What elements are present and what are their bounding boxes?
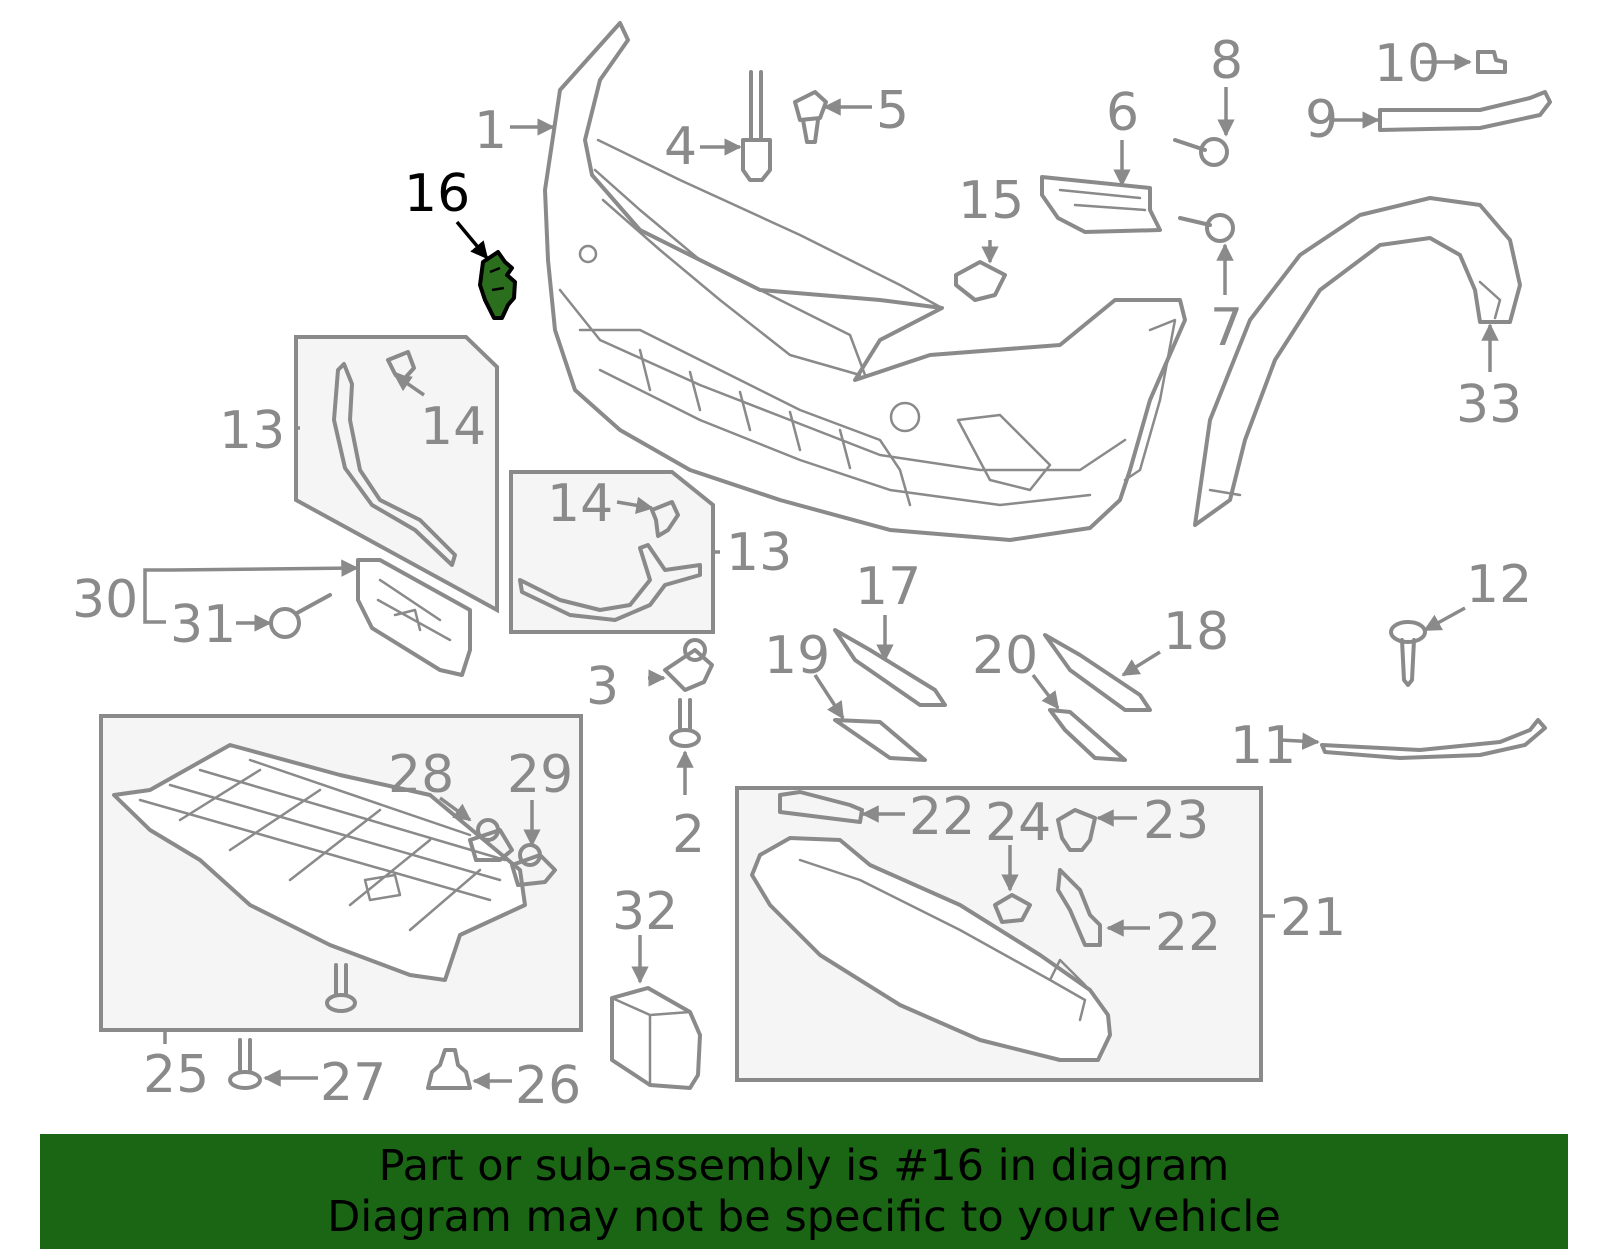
bracket-6-part — [1040, 175, 1162, 234]
splash-shield-grid — [138, 758, 507, 932]
callout-9: 9 — [1305, 90, 1338, 150]
absorber-21-part — [750, 836, 1112, 1062]
screw-12-part — [1389, 620, 1427, 687]
bumper-cover-part — [543, 21, 1187, 542]
clip-15-part — [954, 260, 1007, 302]
callout-14-right: 14 — [547, 474, 613, 534]
callout-13-left: 13 — [219, 401, 285, 461]
callout-7: 7 — [1210, 298, 1243, 358]
callout-5: 5 — [876, 81, 909, 141]
group-box-13-left — [294, 335, 499, 614]
callout-25: 25 — [143, 1045, 209, 1105]
callout-17: 17 — [855, 557, 921, 617]
wheel-arch-molding-part — [1193, 196, 1522, 527]
nut-3-part — [663, 638, 714, 692]
highlighted-part-16 — [478, 250, 517, 320]
grille-molding-right-part — [518, 543, 702, 622]
callout-12: 12 — [1466, 555, 1532, 615]
callout-30: 30 — [72, 570, 138, 630]
clip-10-part — [1476, 50, 1507, 74]
callout-11: 11 — [1230, 716, 1296, 776]
clip-23-part — [1056, 808, 1097, 852]
bracket-19-part — [833, 718, 927, 762]
banner-line-part-number: Part or sub-assembly is #16 in diagram — [378, 1140, 1230, 1191]
callout-8: 8 — [1210, 31, 1243, 91]
clip-14-left-part — [386, 350, 416, 380]
callout-28: 28 — [388, 745, 454, 805]
bolt-7-part — [1178, 213, 1235, 243]
fastener-28-part — [468, 818, 514, 862]
clip-5-part — [793, 90, 828, 144]
callout-33: 33 — [1456, 375, 1522, 435]
callout-15: 15 — [958, 171, 1024, 231]
callout-16: 16 — [404, 164, 470, 224]
callout-1: 1 — [474, 101, 507, 161]
callout-32: 32 — [612, 882, 678, 942]
banner-line-disclaimer: Diagram may not be specific to your vehi… — [327, 1191, 1281, 1242]
bracket-22-side-part — [1056, 868, 1102, 947]
callout-22-side: 22 — [1155, 903, 1221, 963]
callout-22-top: 22 — [909, 787, 975, 847]
callout-27: 27 — [320, 1053, 386, 1113]
callout-4: 4 — [664, 117, 697, 177]
molding-9-part — [1378, 90, 1552, 132]
bolt-31-part — [269, 593, 332, 639]
bracket-17-part — [833, 628, 947, 707]
callout-10: 10 — [1374, 34, 1440, 94]
callout-23: 23 — [1143, 791, 1209, 851]
callout-20: 20 — [972, 626, 1038, 686]
callout-29: 29 — [507, 745, 573, 805]
bolt-27-part — [228, 1038, 262, 1090]
callout-24: 24 — [985, 793, 1051, 853]
info-banner: Part or sub-assembly is #16 in diagram D… — [40, 1134, 1568, 1249]
callout-labels: 16 1 4 5 6 8 7 10 9 15 33 13 14 14 13 30… — [72, 31, 1532, 1116]
callout-19: 19 — [764, 626, 830, 686]
molding-11-part — [1320, 718, 1547, 760]
license-bracket-part — [356, 558, 472, 677]
bolt-25-part — [325, 963, 357, 1013]
clip-24-part — [993, 893, 1032, 924]
bracket-18-part — [1043, 633, 1152, 712]
callout-31: 31 — [170, 595, 236, 655]
leader-lines — [143, 53, 1499, 1090]
callout-2: 2 — [672, 805, 705, 865]
callout-14-left: 14 — [420, 397, 486, 457]
callout-21: 21 — [1280, 888, 1346, 948]
grille-molding-left-part — [332, 362, 457, 567]
bolt-2-part — [669, 698, 701, 748]
callout-26: 26 — [515, 1056, 581, 1116]
callout-18: 18 — [1163, 602, 1229, 662]
bracket-20-part — [1048, 708, 1127, 762]
clip-14-right-part — [650, 500, 680, 538]
clip-26-part — [426, 1048, 472, 1090]
callout-13-right: 13 — [726, 523, 792, 583]
splash-shield-part — [112, 743, 527, 982]
callout-6: 6 — [1106, 83, 1139, 143]
rivet-4-part — [741, 70, 772, 182]
bolt-8-part — [1173, 137, 1229, 167]
callout-3: 3 — [586, 657, 619, 717]
group-box-13-right — [509, 470, 715, 634]
